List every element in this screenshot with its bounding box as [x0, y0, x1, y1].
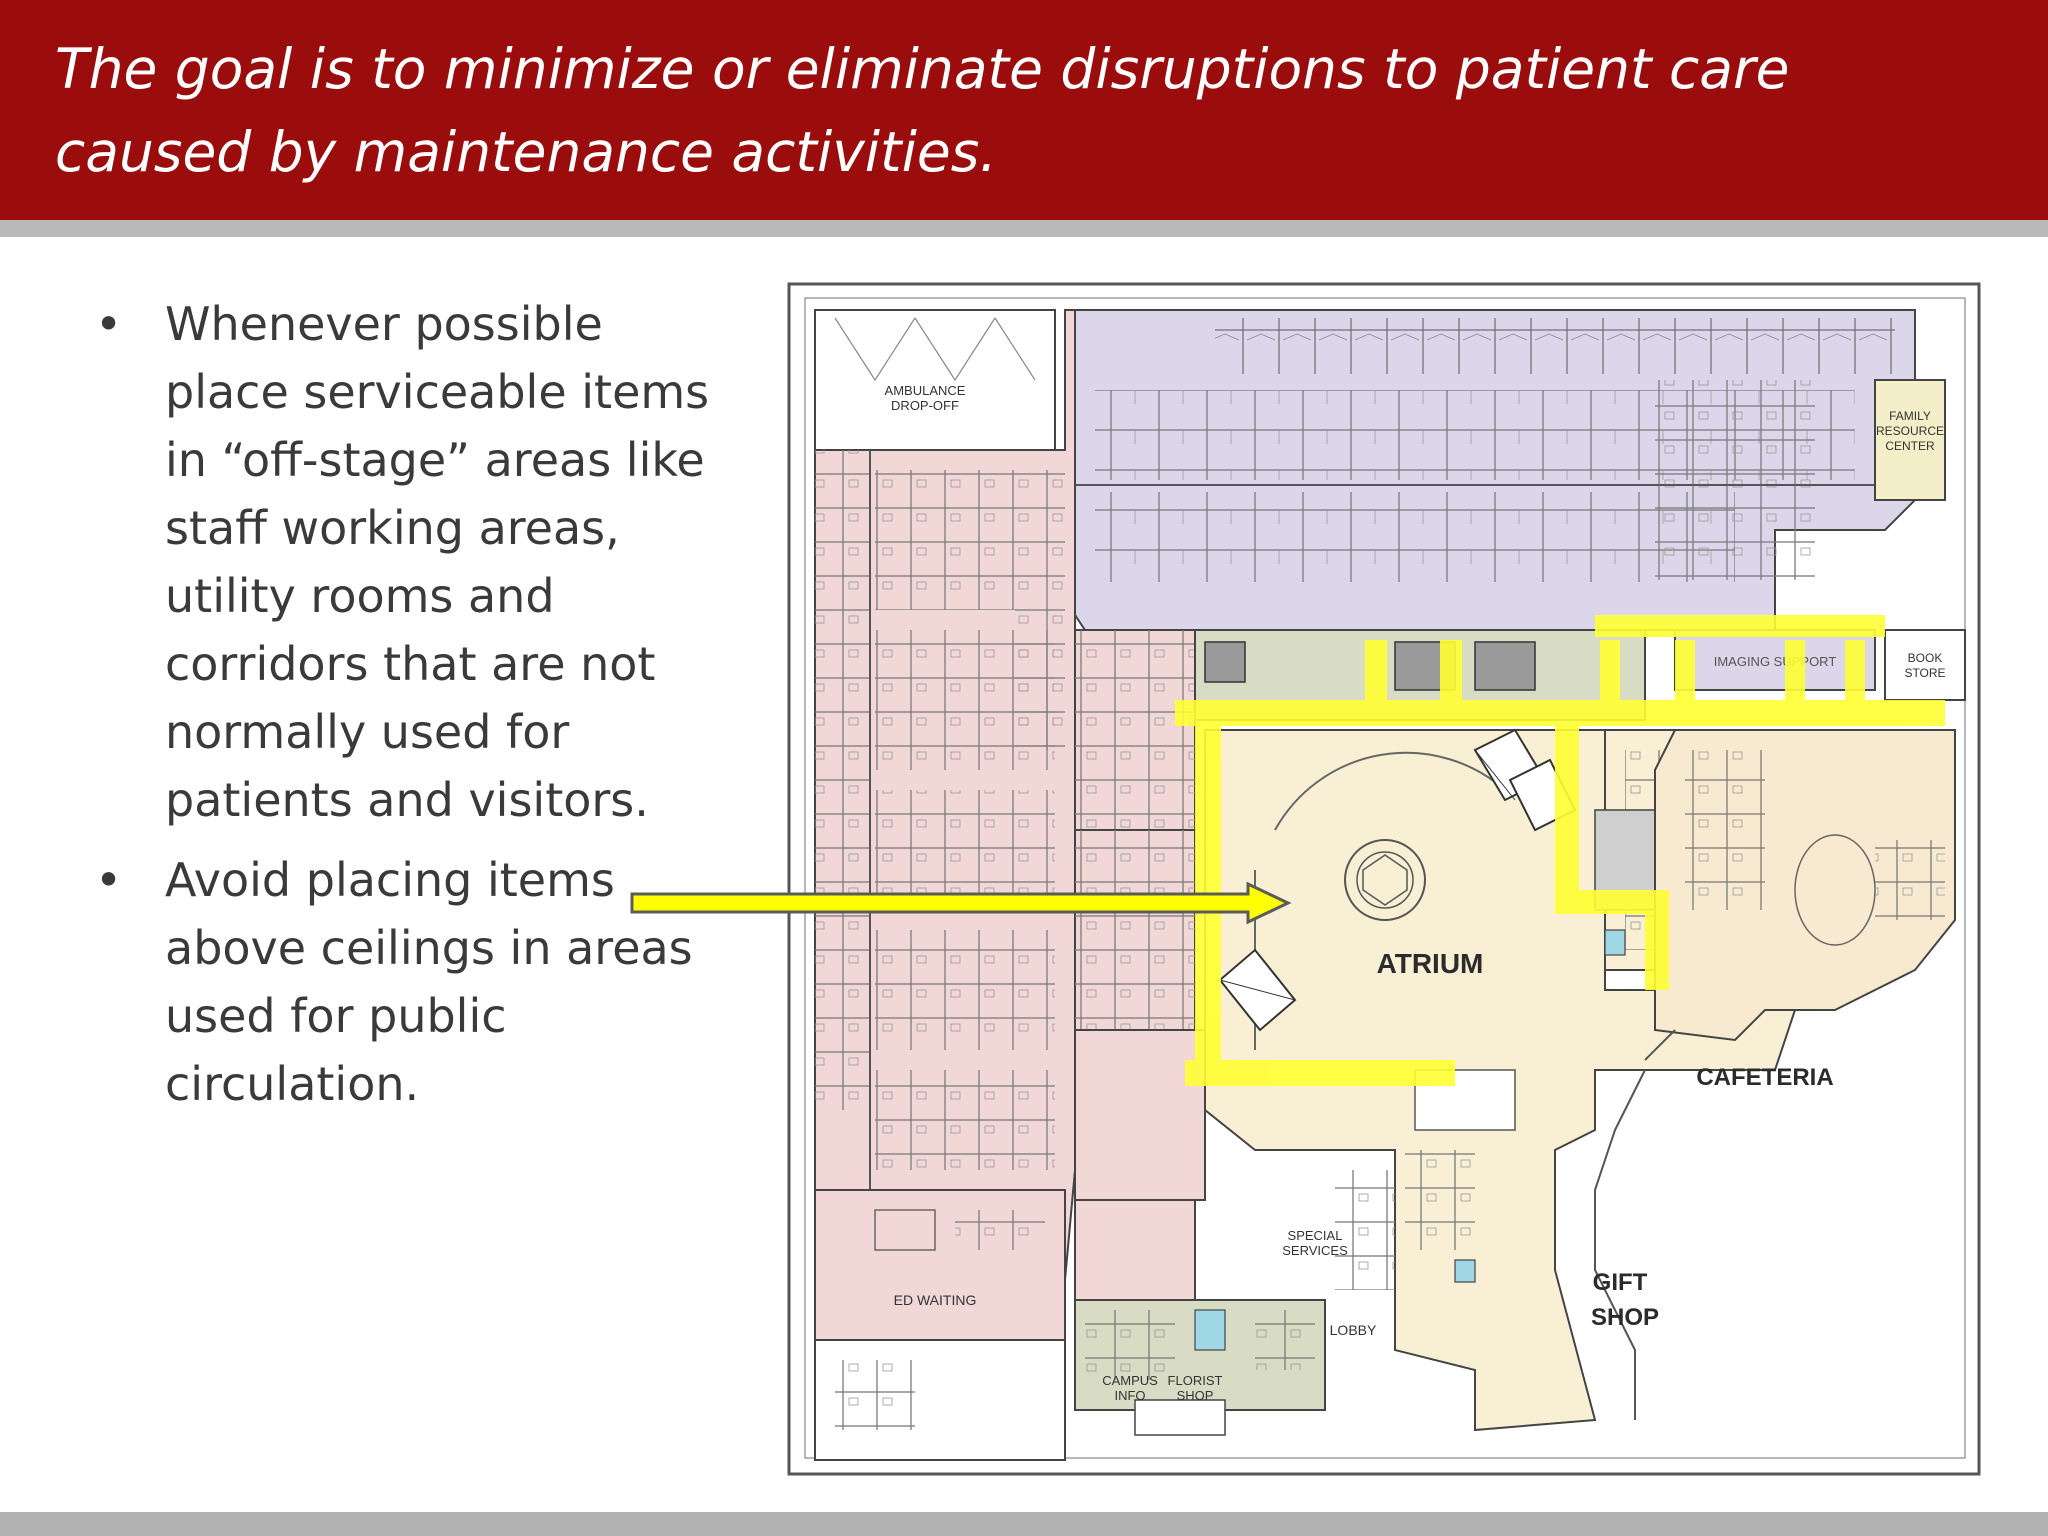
imaging-label: IMAGING SUPPORT	[1714, 654, 1837, 669]
campus-info-label: INFO	[1114, 1388, 1145, 1403]
campus-info-label: CAMPUS	[1102, 1373, 1158, 1388]
ambulance-label: DROP-OFF	[891, 398, 959, 413]
hospital-floor-plan: AMBULANCE DROP-OFF ED WAITING IMAGING	[787, 282, 1981, 1476]
cafeteria-label: CAFETERIA	[1696, 1064, 1833, 1091]
ambulance-dropoff: AMBULANCE DROP-OFF	[814, 309, 1056, 451]
footer-divider	[0, 1512, 2048, 1536]
lower-shops: CAMPUS INFO FLORIST SHOP	[1074, 1199, 1326, 1436]
florist-shop-label: SHOP	[1177, 1388, 1214, 1403]
book-store-label: BOOK	[1908, 651, 1943, 665]
gift-shop-label: GIFT	[1593, 1269, 1648, 1296]
callout-arrow	[630, 881, 1292, 925]
clinical-wing	[1064, 309, 1916, 631]
bullet-item: • Avoid placing items above ceilings in …	[95, 846, 735, 1118]
family-resource-label: RESOURCE	[1876, 424, 1944, 438]
bullet-list: • Whenever possible place serviceable it…	[95, 290, 735, 1130]
ed-waiting-label: ED WAITING	[894, 1292, 977, 1308]
lobby-label: LOBBY	[1330, 1322, 1377, 1338]
emergency-department: ED WAITING	[814, 309, 1076, 1461]
special-services-label: SERVICES	[1282, 1243, 1348, 1258]
header-divider	[0, 220, 2048, 237]
book-store: BOOK STORE	[1884, 629, 1966, 701]
family-resource-label: FAMILY	[1889, 409, 1931, 423]
title-banner: The goal is to minimize or eliminate dis…	[0, 0, 2048, 220]
bullet-marker: •	[95, 297, 123, 351]
bullet-text: Avoid placing items above ceilings in ar…	[165, 853, 693, 1111]
bullet-item: • Whenever possible place serviceable it…	[95, 290, 735, 834]
florist-shop-label: FLORIST	[1168, 1373, 1223, 1388]
slide-title: The goal is to minimize or eliminate dis…	[55, 37, 1790, 184]
ambulance-label: AMBULANCE	[885, 383, 966, 398]
public-corridor-highlight	[1175, 615, 1945, 1086]
atrium-label: ATRIUM	[1377, 948, 1484, 979]
book-store-label: STORE	[1904, 666, 1945, 680]
gift-shop-label: SHOP	[1591, 1304, 1659, 1331]
family-resource-center: FAMILY RESOURCE CENTER	[1874, 379, 1946, 501]
imaging-support: IMAGING SUPPORT	[1674, 629, 1876, 691]
cafeteria-area: CAFETERIA GIFT SHOP	[1591, 729, 1956, 1420]
family-resource-label: CENTER	[1885, 439, 1935, 453]
bullet-marker: •	[95, 853, 123, 907]
special-services-label: SPECIAL	[1288, 1228, 1343, 1243]
bullet-text: Whenever possible place serviceable item…	[165, 297, 710, 827]
